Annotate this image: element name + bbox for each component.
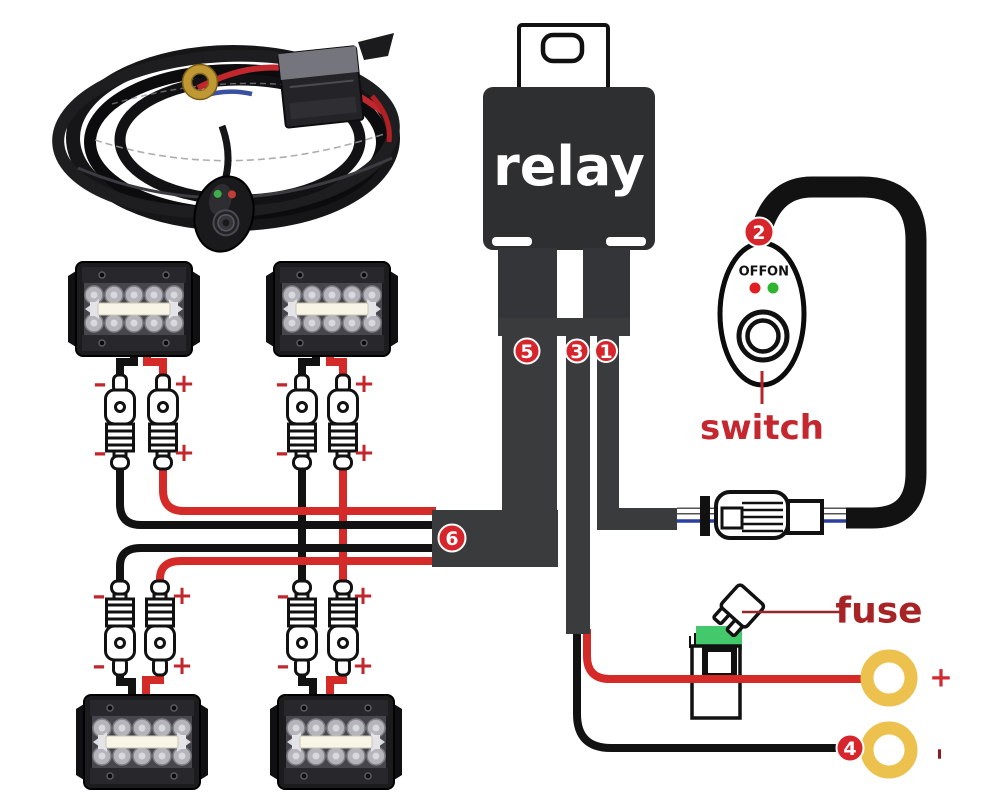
- led-light-4: [269, 694, 403, 790]
- relay-straps: [432, 248, 677, 634]
- strap-pin1-vertical: [597, 334, 619, 530]
- callout-2-number: 2: [752, 222, 765, 244]
- led-light-3: [75, 694, 209, 790]
- callout-3-number: 3: [570, 341, 583, 363]
- plus-label: +: [173, 369, 195, 399]
- switch-label: switch: [700, 408, 824, 448]
- harness-ring-terminal: [183, 65, 217, 99]
- plus-label: +: [353, 438, 375, 468]
- connector-light1-negative: [104, 373, 136, 471]
- plus-label: +: [352, 651, 374, 681]
- harness-photo: [52, 33, 400, 253]
- minus-label: –: [276, 438, 289, 468]
- switch-on-label: ON: [767, 265, 789, 280]
- plus-label: +: [171, 651, 193, 681]
- minus-label: –: [276, 369, 289, 399]
- off-led-indicator: [749, 282, 761, 294]
- callout-5-number: 5: [520, 341, 533, 363]
- relay-body: [483, 87, 655, 250]
- connector-light3-negative: [104, 579, 136, 677]
- callout-circles: [437, 216, 865, 763]
- plus-label: +: [171, 581, 193, 611]
- minus-label: –: [94, 369, 107, 399]
- relay-mounting-hole: [540, 32, 585, 64]
- harness-bracket: [358, 33, 394, 60]
- battery-positive-mark: +: [929, 661, 952, 694]
- callout-5: [513, 337, 541, 365]
- relay-unit: relay: [432, 23, 677, 634]
- connector-light2-negative: [286, 373, 318, 471]
- fuse-label: fuse: [835, 591, 922, 632]
- plus-label: +: [353, 369, 375, 399]
- black-bus-wires: [116, 470, 436, 584]
- ring-terminals: [860, 649, 918, 779]
- minus-label: –: [277, 581, 290, 611]
- plus-label: +: [173, 438, 195, 468]
- callout-4: [835, 733, 865, 763]
- plus-label: +: [352, 581, 374, 611]
- connector-light4-negative: [286, 579, 318, 677]
- battery-negative-wire: [573, 629, 844, 752]
- callout-1: [594, 339, 618, 363]
- cable-print-text: [94, 131, 391, 162]
- polarity-labels: – + – + – + – + – + – + – + – +: [93, 369, 375, 681]
- callout-6-number: 6: [445, 528, 458, 550]
- red-bus-wires: [156, 470, 864, 683]
- fuse-holder-assembly: [689, 583, 766, 720]
- callout-4-number: 4: [843, 738, 856, 760]
- ring-terminal-positive: [860, 649, 918, 707]
- callout-6: [437, 523, 467, 553]
- switch-off-label: OFF: [739, 265, 768, 280]
- led-light-1: [67, 261, 201, 357]
- harness-relay-block: [277, 45, 365, 129]
- fuse-callout: fuse: [742, 591, 923, 632]
- minus-label: –: [277, 651, 290, 681]
- battery-negative-mark: –: [927, 748, 955, 760]
- battery-positive-wire: [583, 629, 864, 683]
- minus-label: –: [93, 581, 106, 611]
- on-led-indicator: [767, 282, 779, 294]
- led-light-2: [265, 261, 399, 357]
- callout-2: [743, 216, 775, 248]
- strap-pin3: [566, 334, 590, 634]
- harness-switch-pod: [193, 175, 255, 253]
- switch-unit: OFF ON switch: [700, 240, 824, 448]
- relay-label: relay: [493, 135, 645, 198]
- callout-3: [564, 338, 590, 364]
- fuse-holder-socket: [702, 646, 737, 679]
- callout-numbers: 5 3 1 6 2 4: [445, 222, 856, 760]
- relay-pin-stub-right: [583, 248, 630, 322]
- relay-pin-stub-left: [498, 248, 557, 322]
- connector-plug: [786, 499, 824, 535]
- ring-terminal-negative: [860, 721, 918, 779]
- relay-strap-flange: [498, 318, 630, 336]
- callout-1-number: 1: [599, 341, 612, 363]
- inline-connector: [700, 490, 824, 540]
- minus-label: –: [94, 438, 107, 468]
- strap-pin1-horizontal: [597, 508, 677, 530]
- blade-fuse-icon: [712, 583, 766, 638]
- minus-label: –: [93, 651, 106, 681]
- switch-loop-cable: [753, 176, 927, 529]
